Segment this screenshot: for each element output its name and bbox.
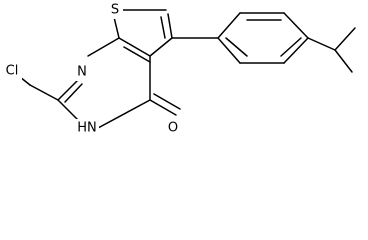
bond-line	[217, 37, 241, 64]
bond-line	[57, 79, 79, 101]
bond-line	[167, 13, 173, 39]
atom-chlorine: Cl	[2, 62, 22, 80]
bond-line	[149, 37, 173, 57]
svg-text:HN: HN	[77, 121, 97, 136]
bond-line	[29, 84, 59, 101]
bond-lines	[19, 9, 356, 129]
svg-text:O: O	[168, 121, 178, 136]
bond-line	[334, 27, 356, 51]
bond-line	[57, 99, 79, 121]
atom-sulfur: S	[107, 1, 123, 19]
bond-line	[280, 37, 302, 57]
bond-line	[160, 16, 166, 39]
svg-text:Cl: Cl	[6, 64, 19, 79]
molecule-structure: S N HN Cl O	[2, 1, 356, 137]
bond-line	[217, 12, 241, 39]
bond-line	[118, 37, 151, 57]
bond-line	[283, 12, 309, 39]
atom-nh-ring: HN	[75, 119, 99, 137]
bond-line	[149, 99, 177, 116]
bond-line	[87, 37, 120, 57]
bond-line	[283, 37, 309, 64]
svg-text:S: S	[111, 3, 119, 18]
atom-oxygen: O	[165, 119, 181, 137]
bond-line	[97, 99, 151, 129]
bond-line	[64, 83, 83, 103]
bond-line	[123, 46, 151, 63]
bond-line	[153, 93, 181, 110]
bond-line	[307, 37, 336, 51]
bond-line	[334, 49, 353, 73]
bond-line	[113, 16, 120, 39]
atom-nitrogen-ring: N	[74, 63, 90, 81]
bond-line	[225, 37, 248, 57]
atom-labels: S N HN Cl O	[2, 1, 181, 137]
svg-text:N: N	[77, 65, 87, 80]
